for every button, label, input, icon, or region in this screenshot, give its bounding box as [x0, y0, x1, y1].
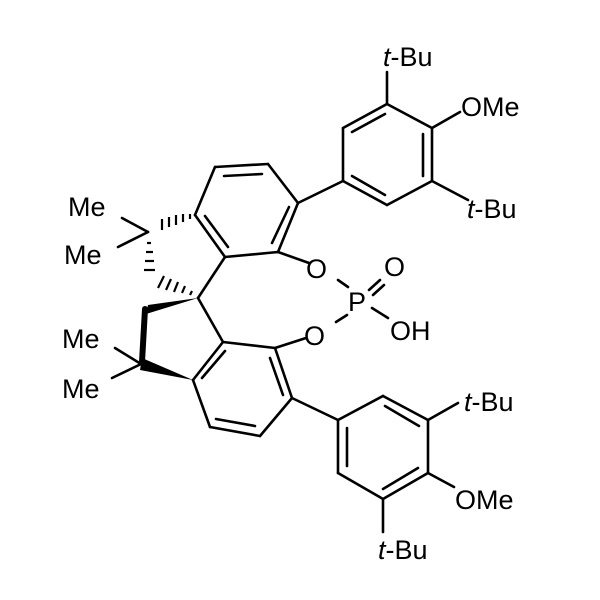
bond-me2	[116, 230, 150, 249]
hashed-wedge-upper	[160, 214, 192, 230]
upper-aromatic-ring	[193, 162, 300, 259]
bond-me4	[110, 362, 143, 380]
label-ome-lower: OMe	[455, 485, 514, 515]
lower-aryl-ring	[290, 394, 460, 534]
label-me-3: Me	[62, 324, 100, 354]
upper-aryl-ring	[296, 70, 470, 207]
bold-wedge-ch2	[146, 298, 198, 314]
label-tbu-lower-top: t-Bu	[464, 387, 514, 417]
hashed-wedge-vertical	[144, 241, 155, 272]
label-o-upper: O	[306, 254, 327, 284]
phosphate-group	[273, 250, 390, 350]
label-tbu-upper-top: t-Bu	[383, 42, 433, 72]
label-tbu-upper-bottom: t-Bu	[467, 194, 517, 224]
label-o-lower: O	[304, 321, 325, 351]
bold-wedge-aryl	[140, 358, 193, 380]
label-oh: OH	[390, 316, 431, 346]
label-phosphorus: P	[348, 287, 366, 317]
label-me-4: Me	[62, 374, 100, 404]
label-me-2: Me	[64, 240, 102, 270]
label-o-double: O	[384, 252, 405, 282]
spiro-core	[110, 214, 227, 380]
lower-aromatic-ring	[191, 340, 294, 438]
bond-me3	[113, 346, 143, 366]
label-me-1: Me	[68, 192, 106, 222]
hashed-wedge-spiro	[157, 275, 193, 296]
bond-me1	[120, 216, 150, 234]
label-ome-upper: OMe	[461, 92, 520, 122]
label-tbu-lower-bottom: t-Bu	[378, 535, 428, 565]
